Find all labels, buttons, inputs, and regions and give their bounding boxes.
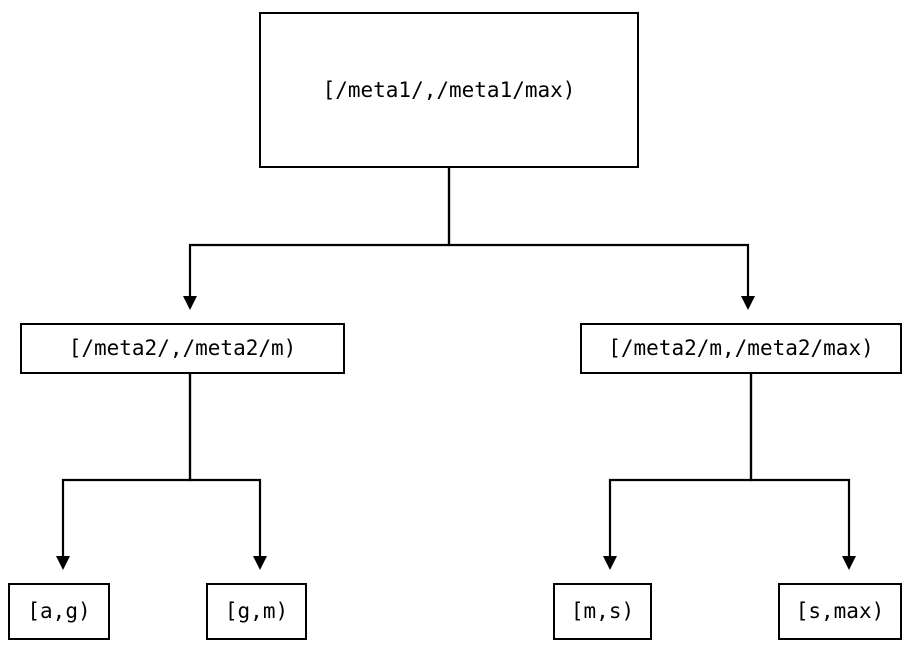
- node-mid-left-label: [/meta2/,/meta2/m): [68, 336, 297, 360]
- node-mid-right[interactable]: [/meta2/m,/meta2/max): [580, 323, 902, 374]
- edge-mid-right-to-leaf-3: [603, 374, 753, 570]
- edge-mid-left-to-leaf-2: [188, 374, 267, 570]
- edge-mid-left-to-leaf-1: [56, 374, 192, 570]
- node-leaf-4[interactable]: [s,max): [778, 583, 902, 640]
- arrowhead-icon: [603, 556, 617, 570]
- arrowhead-icon: [183, 296, 197, 310]
- node-mid-right-label: [/meta2/m,/meta2/max): [608, 336, 874, 360]
- edge-root-to-mid-left: [183, 168, 451, 310]
- edge-mid-right-to-leaf-4: [749, 374, 856, 570]
- node-leaf-3-label: [m,s): [570, 599, 635, 623]
- node-leaf-1[interactable]: [a,g): [8, 583, 110, 640]
- node-leaf-1-label: [a,g): [27, 599, 91, 623]
- edge-root-to-mid-right: [447, 168, 755, 310]
- arrowhead-icon: [842, 556, 856, 570]
- node-leaf-4-label: [s,max): [795, 599, 885, 623]
- node-root-label: [/meta1/,/meta1/max): [322, 77, 576, 102]
- arrowhead-icon: [253, 556, 267, 570]
- node-leaf-3[interactable]: [m,s): [553, 583, 652, 640]
- arrowhead-icon: [741, 296, 755, 310]
- node-mid-left[interactable]: [/meta2/,/meta2/m): [20, 323, 345, 374]
- node-leaf-2-label: [g,m): [224, 599, 289, 623]
- node-root[interactable]: [/meta1/,/meta1/max): [259, 12, 639, 168]
- arrowhead-icon: [56, 556, 70, 570]
- node-leaf-2[interactable]: [g,m): [206, 583, 307, 640]
